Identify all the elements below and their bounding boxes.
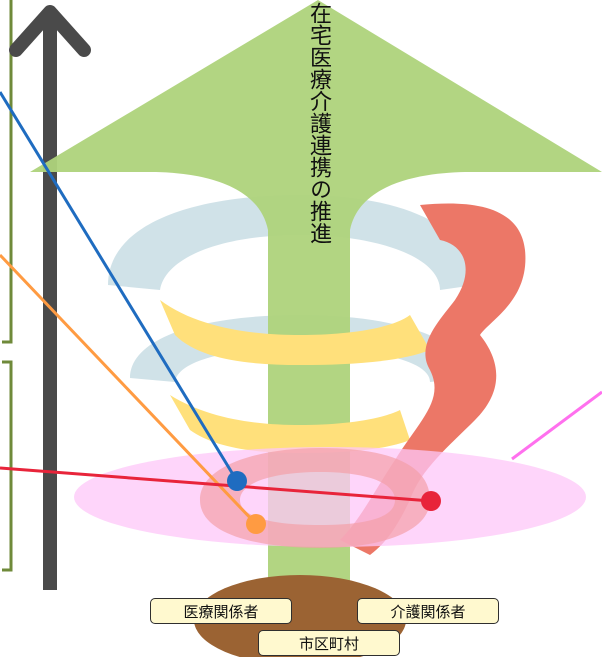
upper-bracket-frame — [2, 0, 13, 344]
care-stakeholder-box: 介護関係者 — [357, 598, 499, 624]
medical-stakeholder-box: 医療関係者 — [150, 598, 292, 624]
green-up-arrow — [30, 0, 602, 657]
medical-stakeholder-label: 医療関係者 — [183, 602, 259, 621]
orange-marker-dot — [246, 514, 266, 534]
spiral-red-side — [340, 203, 526, 555]
orange-leader-line — [0, 253, 258, 526]
lower-bracket-frame — [2, 360, 13, 572]
red-leader-line — [0, 466, 432, 503]
city-stakeholder-label: 市区町村 — [298, 634, 359, 653]
up-arrow-icon — [9, 5, 91, 590]
spiral-front — [160, 300, 430, 453]
magenta-leader-line — [511, 390, 602, 461]
red-marker-dot — [421, 491, 441, 511]
blue-leader-line — [0, 91, 239, 482]
city-stakeholder-box: 市区町村 — [258, 630, 400, 656]
diagram-title: 在宅医療介護連携の推進 — [306, 2, 331, 244]
blue-marker-dot — [227, 471, 247, 491]
care-stakeholder-label: 介護関係者 — [390, 602, 466, 621]
current-cycle-ellipse — [74, 447, 586, 547]
